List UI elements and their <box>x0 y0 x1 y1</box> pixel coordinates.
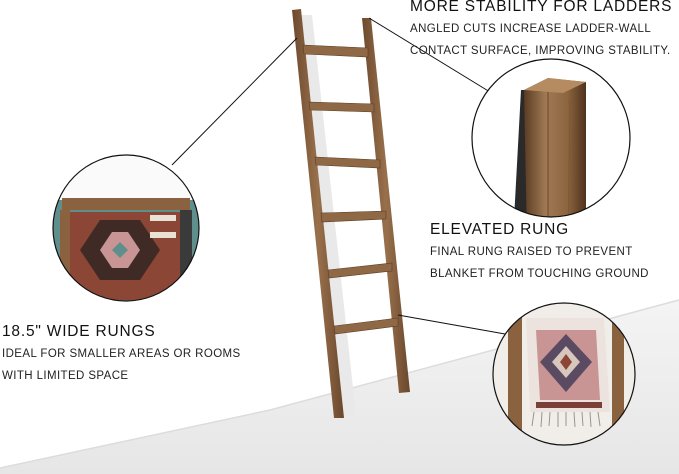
ladder-top-closeup <box>471 58 631 218</box>
callout-width-line-1: IDEAL FOR SMALLER AREAS OR ROOMS <box>2 348 241 360</box>
callout-width-line-2: WITH LIMITED SPACE <box>2 370 129 382</box>
callout-rung-line-2: BLANKET FROM TOUCHING GROUND <box>430 268 649 280</box>
callout-rung-line-1: FINAL RUNG RAISED TO PREVENT <box>430 246 633 258</box>
ladder-left-rail <box>292 9 344 418</box>
callout-stability-text: ANGLED CUTS INCREASE LADDER-WALL CONTACT… <box>410 18 671 62</box>
callout-stability-line-2: CONTACT SURFACE, IMPROVING STABILITY. <box>410 45 671 57</box>
callout-stability-heading: MORE STABILITY FOR LADDERS <box>410 0 673 15</box>
blanket-hanging-closeup <box>492 302 636 446</box>
callout-rung-heading: ELEVATED RUNG <box>430 221 570 238</box>
blanket-on-rung-closeup <box>52 154 200 302</box>
callout-width-heading: 18.5" WIDE RUNGS <box>2 323 156 340</box>
ladder-right-rail <box>362 18 410 393</box>
callout-width-text: IDEAL FOR SMALLER AREAS OR ROOMS WITH LI… <box>2 343 241 387</box>
ladder <box>292 9 410 418</box>
callout-connectors <box>171 17 506 335</box>
ladder-rungs <box>302 44 399 335</box>
callout-stability-line-1: ANGLED CUTS INCREASE LADDER-WALL <box>410 23 652 35</box>
callout-rung-text: FINAL RUNG RAISED TO PREVENT BLANKET FRO… <box>430 241 649 285</box>
